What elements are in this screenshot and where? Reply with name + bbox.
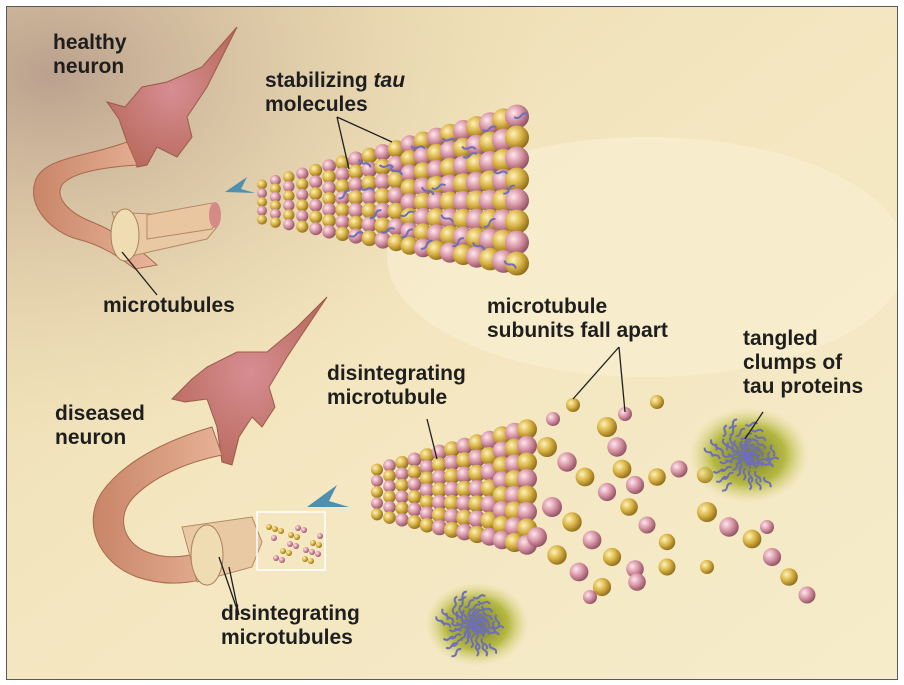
label-stabilizing-tau: stabilizing tau molecules — [265, 69, 405, 117]
tau-clump-right — [689, 407, 809, 503]
label-microtubules: microtubules — [103, 294, 235, 318]
tau-clump-bottom — [425, 582, 529, 666]
